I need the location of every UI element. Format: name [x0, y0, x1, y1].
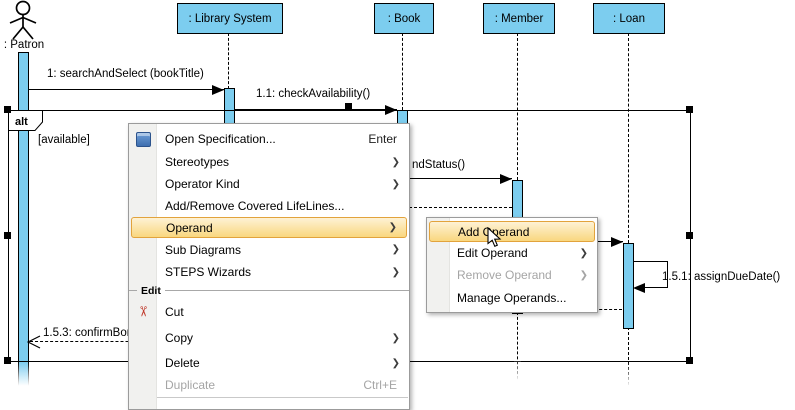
message-line[interactable] — [409, 178, 512, 179]
selection-handle[interactable] — [345, 103, 352, 110]
menu-separator — [130, 397, 408, 398]
menu-item-operator-kind[interactable]: Operator Kind ❯ — [129, 173, 409, 195]
menu-item-label: Sub Diagrams — [165, 242, 242, 257]
lifeline-library-system[interactable]: : Library System — [177, 3, 283, 34]
submenu-arrow-icon: ❯ — [391, 357, 400, 369]
menu-item-copy[interactable]: Copy ❯ — [129, 325, 409, 351]
submenu-arrow-icon: ❯ — [391, 156, 400, 168]
open-specification-icon — [135, 131, 151, 147]
arrowhead-icon — [611, 237, 623, 247]
message-label-1.1[interactable]: 1.1: checkAvailability() — [256, 88, 371, 100]
menu-item-open-specification[interactable]: Open Specification... Enter — [129, 127, 409, 151]
selection-handle[interactable] — [4, 106, 11, 113]
return-line[interactable] — [409, 207, 512, 208]
alt-operator-label: alt — [15, 116, 28, 128]
menu-item-label: Open Specification... — [165, 132, 276, 146]
submenu-item-add-operand[interactable]: Add Operand — [429, 221, 595, 242]
submenu-arrow-icon: ❯ — [388, 222, 397, 233]
message-label-1[interactable]: 1: searchAndSelect (bookTitle) — [47, 68, 204, 80]
menu-item-stereotypes[interactable]: Stereotypes ❯ — [129, 151, 409, 173]
arrowhead-icon — [212, 85, 224, 95]
selection-handle[interactable] — [686, 232, 693, 239]
menu-item-label: Add/Remove Covered LifeLines... — [165, 199, 345, 213]
alt-operator-pentagon[interactable]: alt — [8, 110, 45, 132]
menu-item-label: Edit Operand — [457, 246, 528, 260]
lifeline-line-loan-lower — [628, 327, 629, 390]
submenu-arrow-icon: ❯ — [391, 266, 400, 278]
lifeline-line-book — [402, 33, 403, 110]
fade-overlay — [625, 362, 632, 391]
message-label-partial-1.5.3[interactable]: 1.5.3: confirmBorr — [43, 327, 135, 339]
message-line-1.1[interactable] — [234, 109, 397, 110]
menu-item-sub-diagrams[interactable]: Sub Diagrams ❯ — [129, 238, 409, 261]
selection-handle[interactable] — [686, 357, 693, 364]
menu-item-label: Operand — [166, 220, 213, 235]
arrowhead-icon — [500, 174, 512, 184]
fragment-guard: [available] — [38, 134, 90, 146]
lifeline-label: : Library System — [188, 12, 272, 25]
menu-item-label: Stereotypes — [165, 155, 230, 169]
submenu-arrow-icon: ❯ — [391, 332, 400, 344]
menu-group-separator-edit: Edit — [129, 283, 409, 298]
lifeline-line-loan — [628, 33, 629, 243]
open-arrowhead-icon — [27, 335, 41, 349]
fade-overlay — [514, 358, 521, 385]
selection-handle[interactable] — [4, 357, 11, 364]
menu-item-label: Manage Operands... — [457, 290, 567, 305]
selection-handle[interactable] — [686, 106, 693, 113]
menu-item-label: Operator Kind — [165, 177, 240, 191]
menu-item-duplicate[interactable]: Duplicate Ctrl+E — [129, 375, 409, 395]
self-message-top[interactable] — [633, 261, 668, 262]
menu-item-label: Remove Operand — [457, 268, 552, 282]
actor-icon[interactable] — [6, 0, 42, 40]
message-label-1.5.1[interactable]: 1.5.1: assignDueDate() — [662, 271, 781, 283]
submenu-arrow-icon: ❯ — [579, 247, 588, 259]
submenu-arrow-icon: ❯ — [391, 178, 400, 190]
selection-handle[interactable] — [4, 232, 11, 239]
submenu-item-manage-operands[interactable]: Manage Operands... — [427, 286, 597, 309]
submenu-item-remove-operand[interactable]: Remove Operand ❯ — [427, 264, 597, 286]
lifeline-label: : Loan — [613, 12, 645, 25]
menu-shortcut: Enter — [368, 132, 397, 146]
context-menu: Open Specification... Enter Stereotypes … — [128, 123, 410, 410]
menu-item-steps-wizards[interactable]: STEPS Wizards ❯ — [129, 261, 409, 283]
menu-item-operand[interactable]: Operand ❯ — [131, 217, 407, 238]
self-message-bottom — [645, 287, 668, 288]
fade-overlay — [16, 362, 29, 390]
menu-item-label: Delete — [165, 356, 200, 370]
lifeline-line-member-lower — [517, 312, 518, 384]
arrowhead-icon — [385, 105, 397, 115]
menu-item-label: STEPS Wizards — [165, 265, 252, 279]
menu-icon-gutter — [129, 124, 157, 409]
lifeline-book[interactable]: : Book — [374, 3, 434, 34]
menu-item-cut[interactable]: ✂ Cut — [129, 298, 409, 325]
actor-label: : Patron — [3, 39, 45, 51]
lifeline-label: : Member — [494, 12, 544, 25]
mouse-cursor-icon — [487, 227, 502, 248]
arrowhead-icon — [633, 283, 645, 293]
submenu-arrow-icon: ❯ — [391, 244, 400, 255]
lifeline-line-library — [228, 33, 229, 89]
menu-item-label: Copy — [165, 331, 194, 345]
menu-item-label: Duplicate — [165, 378, 216, 392]
menu-group-label: Edit — [141, 284, 161, 297]
message-line-1[interactable] — [28, 89, 224, 90]
submenu-item-edit-operand[interactable]: Edit Operand ❯ — [427, 242, 597, 264]
menu-item-label: Cut — [165, 304, 184, 319]
submenu-arrow-icon: ❯ — [579, 269, 588, 281]
lifeline-loan[interactable]: : Loan — [593, 3, 665, 34]
message-line[interactable] — [598, 241, 623, 242]
menu-item-label: Add Operand — [458, 224, 530, 239]
self-message-side — [667, 261, 668, 287]
menu-item-add-remove-covered-lifelines[interactable]: Add/Remove Covered LifeLines... — [129, 195, 409, 217]
menu-shortcut: Ctrl+E — [363, 378, 397, 392]
menu-item-delete[interactable]: Delete ❯ — [129, 351, 409, 375]
lifeline-line-member — [517, 33, 518, 180]
lifeline-label: : Book — [387, 12, 421, 25]
lifeline-member[interactable]: : Member — [483, 3, 555, 34]
cut-icon: ✂ — [135, 305, 152, 318]
operand-submenu: Add Operand Edit Operand ❯ Remove Operan… — [426, 217, 598, 313]
message-label-partial[interactable]: ndStatus() — [412, 159, 466, 171]
